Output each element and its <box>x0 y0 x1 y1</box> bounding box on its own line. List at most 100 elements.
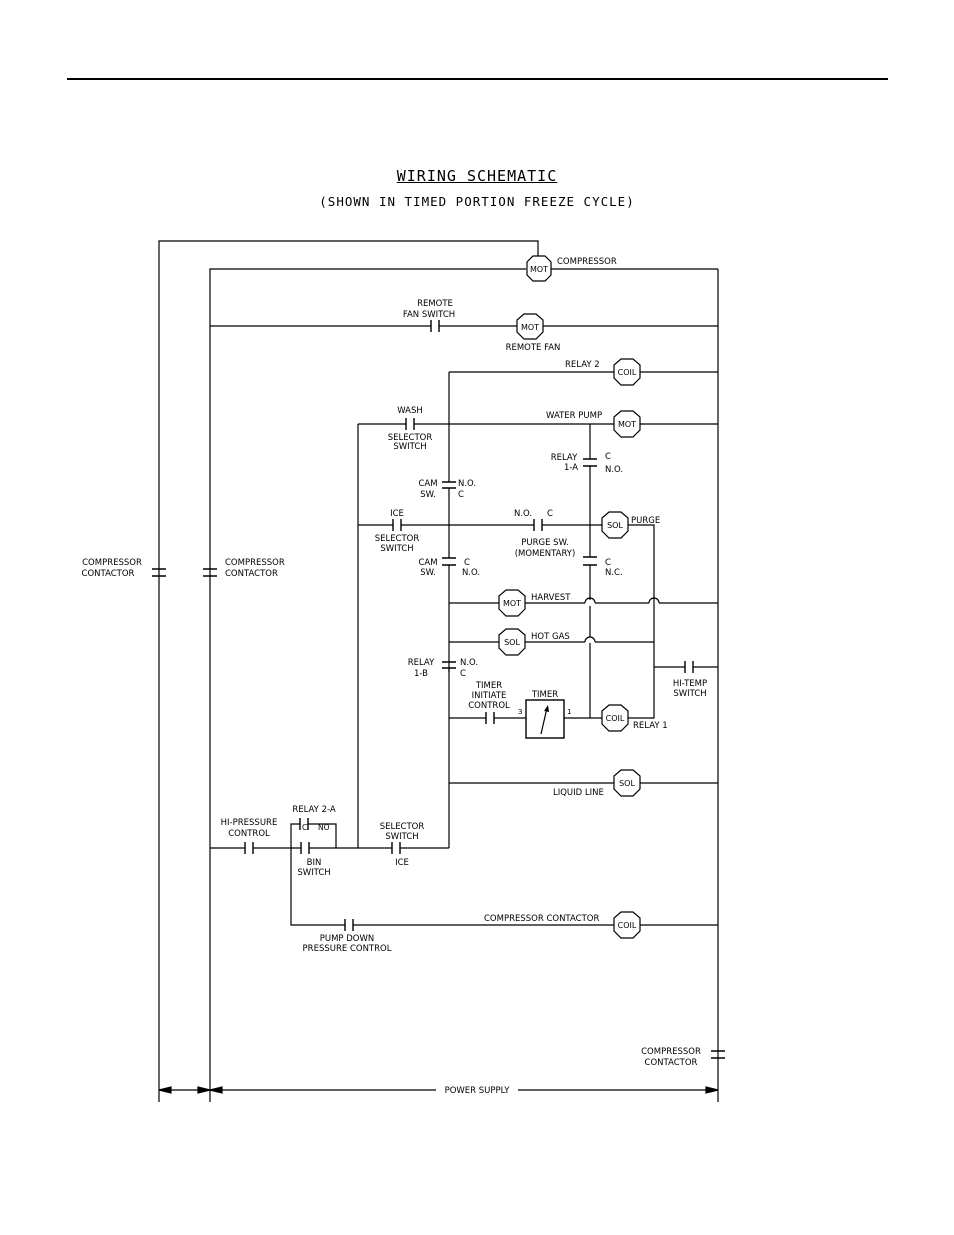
water-pump-mot-text: MOT <box>618 420 636 429</box>
compressor-contactor-left-label-1: COMPRESSOR <box>82 558 142 568</box>
relay2a-c: C <box>302 823 307 832</box>
relay2a-no: NO <box>318 823 330 832</box>
cam-switch-no-contact <box>442 481 456 489</box>
relay-2a-contact <box>299 818 309 830</box>
timer-terminal-3: 3 <box>518 708 522 716</box>
selector-ice-label-3: ICE <box>395 858 409 868</box>
crossovers <box>584 597 660 643</box>
compressor-contactor-mid <box>203 568 217 577</box>
purge-label: PURGE <box>631 516 660 526</box>
pump-down-contact <box>344 919 354 931</box>
relay2-coil-icon <box>613 358 641 386</box>
compressor-contactor-right-label-2: CONTACTOR <box>645 1058 698 1068</box>
labels: MOT COMPRESSOR REMOTE FAN SWITCH MOT REM… <box>82 257 708 1096</box>
relay1-coil-icon <box>601 704 629 732</box>
harvest-motor-icon <box>498 589 526 617</box>
timer-initiate-label-3: CONTROL <box>468 701 510 711</box>
compressor-motor-icon <box>526 255 552 282</box>
purge-switch-label-1: PURGE SW. <box>521 538 568 548</box>
ice-label: ICE <box>390 509 404 519</box>
compressor-mot-text: MOT <box>530 265 548 274</box>
relay1a-label-2: 1-A <box>564 463 578 473</box>
purge-no: N.O. <box>514 509 532 519</box>
bin-switch-contact <box>300 842 310 854</box>
remote-switch-label-2: FAN SWITCH <box>403 310 455 320</box>
cam2-label-1: CAM <box>418 558 437 568</box>
remote-fan-switch-contact <box>430 320 440 332</box>
header-rule <box>67 78 888 80</box>
relay2-label: RELAY 2 <box>565 360 600 370</box>
hi-pressure-label-1: HI-PRESSURE <box>221 818 278 828</box>
cam1-label-1: CAM <box>418 479 437 489</box>
cam1-label-2: SW. <box>420 490 436 500</box>
hotgas-sol-text: SOL <box>504 638 520 647</box>
compressor-contactor-coil-text: COIL <box>618 921 637 930</box>
relay1a-c: C <box>605 452 611 462</box>
compressor-contactor-coil-label: COMPRESSOR CONTACTOR <box>484 914 599 924</box>
purge-solenoid-icon <box>601 511 629 539</box>
selector-ice-label-2: SWITCH <box>385 832 418 842</box>
cam1-c: C <box>458 490 464 500</box>
hitemp-label-1: HI-TEMP <box>673 679 707 689</box>
liquid-line-sol-text: SOL <box>619 779 635 788</box>
compressor-contactor-mid-label-2: CONTACTOR <box>225 569 278 579</box>
water-pump-label: WATER PUMP <box>546 411 602 421</box>
compressor-contactor-mid-label-1: COMPRESSOR <box>225 558 285 568</box>
cam2-label-2: SW. <box>420 568 436 578</box>
relay1a-label-1: RELAY <box>551 453 578 463</box>
purge-switch-label-2: (MOMENTARY) <box>515 549 576 559</box>
ice-selector-label-2: SWITCH <box>380 544 413 554</box>
cam-switch-c-contact <box>442 557 456 566</box>
relay1c-nc: N.C. <box>605 568 623 578</box>
cam1-no: N.O. <box>458 479 476 489</box>
timer-needle-tip-icon <box>544 705 549 712</box>
hot-gas-solenoid-icon <box>498 628 526 656</box>
water-pump-motor-icon <box>613 410 641 438</box>
liquid-line-label: LIQUID LINE <box>553 788 604 798</box>
liquid-line-solenoid-icon <box>613 769 641 797</box>
relay2-coil-text: COIL <box>618 368 637 377</box>
wires <box>158 240 719 1102</box>
compressor-contactor-coil-icon <box>613 911 641 939</box>
contacts <box>152 320 725 1059</box>
hitemp-label-2: SWITCH <box>673 689 706 699</box>
diagram-title: WIRING SCHEMATIC <box>396 167 558 185</box>
cam2-c: C <box>464 558 470 568</box>
timer-initiate-contact <box>485 712 495 724</box>
fan-mot-text: MOT <box>521 323 539 332</box>
harvest-label: HARVEST <box>531 593 571 603</box>
purge-c: C <box>547 509 553 519</box>
selector-ice-contact <box>391 842 401 854</box>
wash-selector-contact <box>405 418 415 430</box>
relay1c-c: C <box>605 558 611 568</box>
compressor-label: COMPRESSOR <box>557 257 617 267</box>
timer-initiate-label-1: TIMER <box>475 681 502 691</box>
hi-pressure-contact <box>244 842 254 854</box>
diagram-subtitle: (SHOWN IN TIMED PORTION FREEZE CYCLE) <box>319 194 635 209</box>
cam2-no: N.O. <box>462 568 480 578</box>
harvest-mot-text: MOT <box>503 599 521 608</box>
fan-motor-icon <box>516 313 544 340</box>
relay-1c-contact <box>583 556 597 566</box>
purge-switch-contact <box>533 519 543 531</box>
timer-initiate-label-2: INITIATE <box>472 691 507 701</box>
compressor-contactor-right-label-1: COMPRESSOR <box>641 1047 701 1057</box>
relay1a-no: N.O. <box>605 465 623 475</box>
compressor-contactor-left-label-2: CONTACTOR <box>82 569 135 579</box>
remote-fan-label: REMOTE FAN <box>506 343 561 353</box>
wash-selector-label-2: SWITCH <box>393 442 426 452</box>
relay1b-no: N.O. <box>460 658 478 668</box>
relay-1b-contact <box>442 661 456 669</box>
bin-switch-label-1: BIN <box>307 858 322 868</box>
relay1b-label-2: 1-B <box>414 669 428 679</box>
timer-terminal-1: 1 <box>567 708 571 716</box>
ice-selector-label-1: SELECTOR <box>375 534 420 544</box>
compressor-contactor-left <box>152 568 166 577</box>
hotgas-label: HOT GAS <box>531 632 570 642</box>
timer-label: TIMER <box>531 690 558 700</box>
ice-selector-contact <box>392 519 402 531</box>
relay-1a-contact <box>583 458 597 467</box>
purge-sol-text: SOL <box>607 521 623 530</box>
relay1b-label-1: RELAY <box>408 658 435 668</box>
